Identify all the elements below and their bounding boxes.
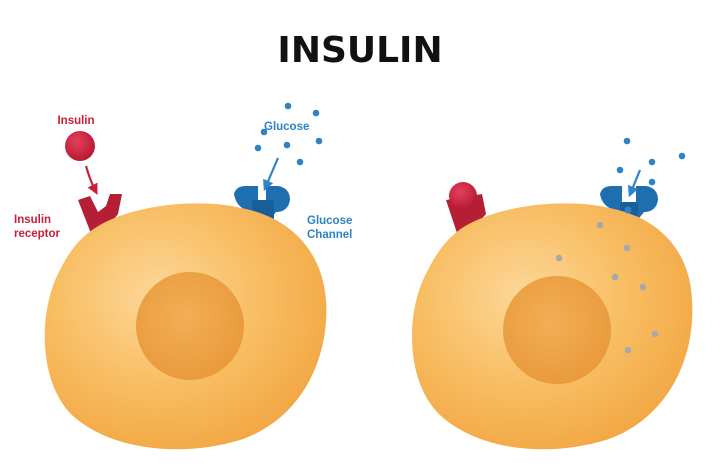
glucose-particles-inside [555,221,659,354]
bound-insulin [449,182,477,210]
label-insulin-receptor-2: receptor [14,228,61,240]
diagram-title: INSULIN [277,30,442,71]
glucose-particles-right-outside [616,137,686,214]
nucleus-left [136,272,244,380]
right-cell-group [412,137,693,450]
label-insulin: Insulin [57,115,94,127]
label-insulin-receptor-1: Insulin [14,214,51,226]
insulin-molecule [65,131,95,161]
glucose-arrow-right [627,169,642,198]
left-cell-group: Insulin Insulin receptor Glucose Glucose… [14,102,352,450]
label-glucose-channel-1: Glucose [307,215,352,227]
nucleus-right [503,276,611,384]
glucose-arrow-left [263,157,280,192]
glucose-particles-left [254,102,323,166]
label-glucose-channel-2: Channel [307,229,352,241]
label-glucose: Glucose [264,121,309,133]
insulin-arrow [84,165,98,195]
insulin-receptor-left [78,194,122,236]
